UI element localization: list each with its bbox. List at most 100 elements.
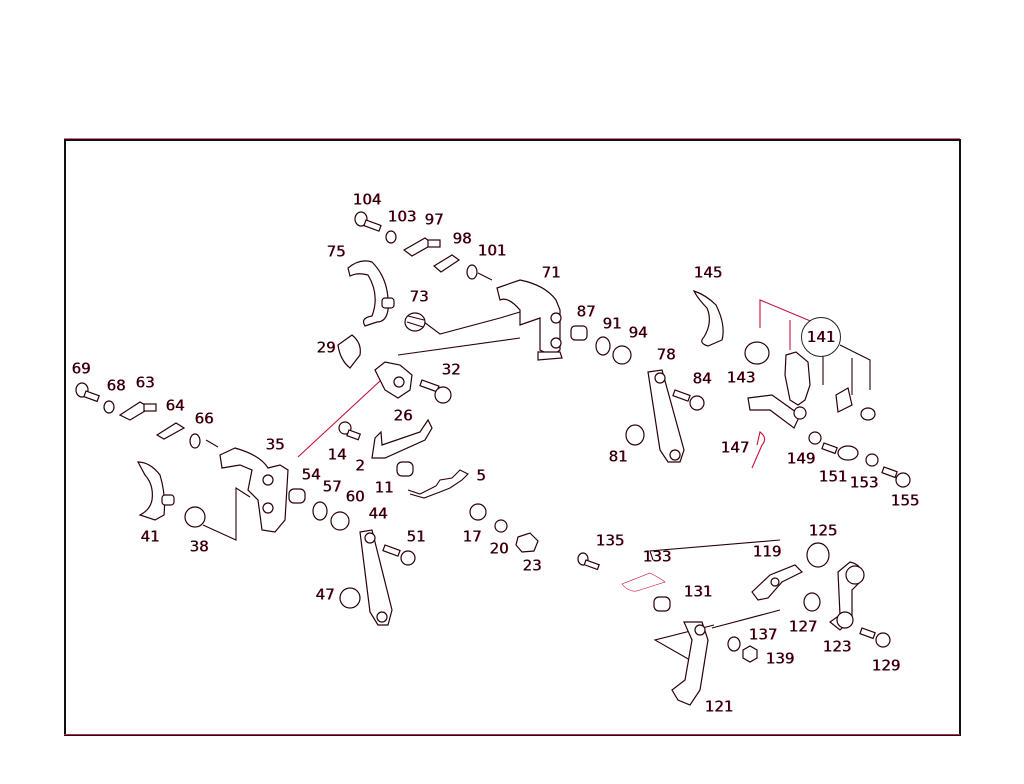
part-label[interactable]: 84: [692, 369, 712, 388]
part-32-bolt-icon: [419, 379, 452, 404]
part-84-bolt-icon: [672, 389, 705, 411]
part-14-pin-icon: [338, 421, 362, 441]
part-label[interactable]: 151: [818, 467, 848, 486]
part-label[interactable]: 91: [602, 314, 622, 333]
part-label[interactable]: 68: [106, 376, 126, 395]
part-123-lever-arm-icon: [828, 561, 865, 631]
part-60-ring-icon: [330, 511, 350, 531]
part-label[interactable]: 135: [595, 531, 625, 550]
part-41-shift-fork-icon: [136, 461, 166, 521]
part-149-washer-icon: [808, 431, 822, 445]
part-label[interactable]: 47: [315, 585, 335, 604]
part-label[interactable]: 81: [608, 447, 628, 466]
part-label[interactable]: 75: [326, 242, 346, 261]
part-87-bushing-icon: [570, 325, 588, 341]
part-151-eccentric-pin-icon: [821, 442, 859, 461]
part-label[interactable]: 129: [871, 656, 901, 675]
part-label[interactable]: 17: [462, 527, 482, 546]
part-81-bushing-icon: [625, 424, 645, 446]
part-69-bolt-icon: [75, 382, 100, 403]
part-63-pin-icon: [118, 401, 157, 421]
part-75-pin-icon: [381, 297, 395, 309]
part-label[interactable]: 44: [368, 504, 388, 523]
part-label[interactable]: 69: [71, 359, 91, 378]
frame-bottom-edge: [64, 734, 960, 735]
part-101-oring-icon: [466, 264, 478, 280]
part-label[interactable]: 14: [327, 445, 347, 464]
part-label[interactable]: 11: [374, 478, 394, 497]
part-131-bushing-icon: [653, 596, 671, 612]
part-label[interactable]: 60: [345, 487, 365, 506]
part-143-needle-bearing-icon: [744, 341, 770, 365]
frame-top-edge: [64, 138, 960, 139]
part-153-washer-icon: [865, 453, 879, 467]
diagram-frame: [64, 139, 961, 736]
part-104-bolt-icon: [354, 211, 382, 232]
part-94-ring-icon: [612, 345, 632, 365]
part-label[interactable]: 153: [849, 473, 879, 492]
part-label[interactable]: 71: [541, 263, 561, 282]
part-label[interactable]: 145: [693, 263, 723, 282]
part-137-washer-icon: [727, 636, 741, 652]
part-label[interactable]: 123: [822, 637, 852, 656]
part-141-lever-assembly-icon: [747, 351, 876, 429]
part-label[interactable]: 101: [477, 241, 507, 260]
part-label[interactable]: 137: [748, 625, 778, 644]
part-20-washer-icon: [494, 519, 508, 533]
part-label[interactable]: 97: [424, 210, 444, 229]
part-127-washer-icon: [803, 592, 821, 612]
part-label[interactable]: 119: [752, 542, 782, 561]
part-label[interactable]: 2: [355, 456, 365, 475]
part-17-ring-icon: [469, 503, 487, 521]
part-57-washer-icon: [312, 501, 328, 521]
part-29-gasket-icon: [337, 334, 361, 369]
part-label[interactable]: 54: [301, 465, 321, 484]
part-label[interactable]: 94: [628, 323, 648, 342]
part-139-nut-icon: [742, 645, 758, 663]
part-91-washer-icon: [595, 336, 611, 356]
part-label[interactable]: 29: [316, 338, 336, 357]
part-label[interactable]: 41: [140, 527, 160, 546]
part-73-needle-bearing-icon: [404, 312, 426, 332]
part-label[interactable]: 139: [765, 649, 795, 668]
part-23-nut-icon: [515, 532, 539, 553]
part-label[interactable]: 32: [441, 360, 461, 379]
part-label[interactable]: 125: [808, 521, 838, 540]
part-label[interactable]: 73: [409, 287, 429, 306]
part-label[interactable]: 143: [726, 368, 756, 387]
part-label[interactable]: 57: [322, 477, 342, 496]
part-label[interactable]: 5: [476, 466, 486, 485]
part-label[interactable]: 98: [452, 229, 472, 248]
part-41-pin-icon: [161, 494, 175, 506]
part-147-spring-clip-icon: [751, 431, 766, 469]
part-label[interactable]: 78: [656, 345, 676, 364]
assembly-callout-141[interactable]: 141: [801, 317, 841, 357]
part-78-lever-arm-icon: [647, 369, 685, 463]
part-label[interactable]: 87: [576, 302, 596, 321]
part-label[interactable]: 104: [352, 190, 382, 209]
part-label[interactable]: 38: [189, 537, 209, 556]
part-label[interactable]: 20: [489, 539, 509, 558]
part-label[interactable]: 147: [720, 438, 750, 457]
part-label[interactable]: 26: [393, 406, 413, 425]
part-label[interactable]: 64: [165, 396, 185, 415]
part-label[interactable]: 35: [265, 435, 285, 454]
part-label[interactable]: 121: [704, 697, 734, 716]
part-47-bushing-icon: [339, 587, 361, 609]
part-label[interactable]: 51: [406, 527, 426, 546]
part-11-bushing-icon: [396, 461, 414, 477]
part-label[interactable]: 66: [194, 409, 214, 428]
part-label[interactable]: 149: [786, 449, 816, 468]
part-label[interactable]: 131: [683, 582, 713, 601]
part-label[interactable]: 127: [788, 617, 818, 636]
part-98-plate-icon: [432, 254, 461, 273]
part-133-clip-icon: [621, 572, 666, 592]
part-label[interactable]: 23: [522, 556, 542, 575]
part-label[interactable]: 63: [135, 373, 155, 392]
part-label[interactable]: 103: [387, 207, 417, 226]
part-2-lever-icon: [371, 418, 433, 459]
part-26-selector-housing-icon: [374, 361, 413, 399]
part-35-shift-fork-icon: [219, 447, 289, 533]
part-label[interactable]: 155: [890, 491, 920, 510]
part-label[interactable]: 133: [642, 547, 672, 566]
